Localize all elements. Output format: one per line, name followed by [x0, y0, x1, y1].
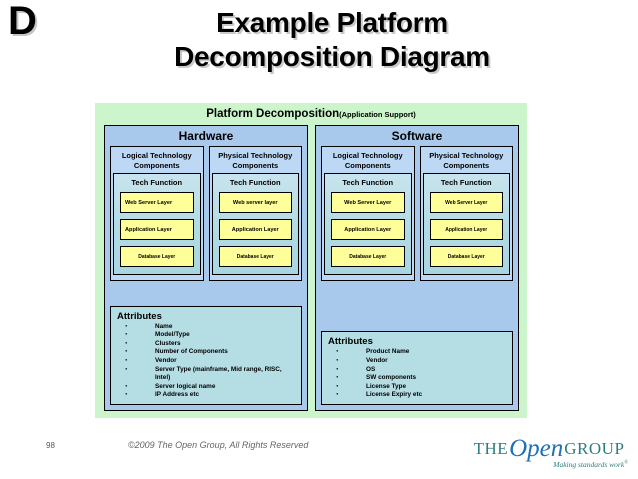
layer-box-database: Database Layer [331, 246, 405, 267]
component-box-hardware-logical: Logical Technology Components Tech Funct… [110, 146, 204, 281]
component-title: Logical Technology Components [121, 151, 192, 170]
attributes-list-hardware: Name Model/Type Clusters Number of Compo… [117, 322, 296, 400]
component-title: Physical Technology Components [218, 151, 293, 170]
tech-function-hardware-logical: Tech Function Web Server Layer Applicati… [113, 173, 201, 275]
page-number: 98 [46, 441, 55, 450]
layer-box-web-server: Web Server Layer [120, 192, 194, 213]
attributes-box-software: Attributes Product Name Vendor OS SW com… [321, 331, 513, 405]
components-row-hardware: Logical Technology Components Tech Funct… [105, 146, 307, 281]
component-box-software-physical: Physical Technology Components Tech Func… [419, 146, 513, 281]
page-title: Example Platform Decomposition Diagram [96, 6, 568, 74]
list-item: License Expiry etc [328, 390, 507, 400]
diagram-heading-subtitle: (Application Support) [339, 110, 416, 119]
diagram-heading: Platform Decomposition(Application Suppo… [95, 108, 527, 120]
tech-function-software-physical: Tech Function Web Server Layer Applicati… [422, 173, 510, 275]
list-item: Vendor [328, 356, 507, 366]
tech-function-title: Tech Function [440, 178, 492, 187]
layer-box-web-server: Web Server Layer [331, 192, 405, 213]
logo-wordmark: THEOpenGROUP [466, 435, 632, 462]
page-title-line-1: Example Platform [216, 7, 448, 38]
component-box-hardware-physical: Physical Technology Components Tech Func… [208, 146, 302, 281]
domain-column-software: Software Logical Technology Components T… [315, 125, 519, 411]
layer-box-database: Database Layer [429, 246, 503, 267]
list-item: Name [117, 322, 296, 332]
copyright-notice: ©2009 The Open Group, All Rights Reserve… [128, 440, 309, 450]
layer-box-application: Application Layer [218, 219, 292, 240]
logo-open-text: Open [509, 435, 564, 462]
list-item: Vendor [117, 356, 296, 366]
list-item: Model/Type [117, 330, 296, 340]
component-title: Logical Technology Components [332, 151, 403, 170]
logo-tagline: Making standards work® [466, 460, 628, 469]
registered-mark-icon: ® [624, 460, 628, 466]
tech-function-title: Tech Function [131, 178, 183, 187]
list-item: Server Type (mainframe, Mid range, RISC,… [117, 365, 296, 383]
attributes-title: Attributes [328, 336, 373, 348]
component-title: Physical Technology Components [429, 151, 504, 170]
layer-box-application: Application Layer [120, 219, 194, 240]
layer-box-database: Database Layer [120, 246, 194, 267]
logo-group-text: GROUP [564, 439, 625, 458]
logo-tagline-text: Making standards work [553, 460, 625, 469]
list-item: Number of Components [117, 347, 296, 357]
domain-title-software: Software [391, 129, 443, 143]
list-item: Server logical name [117, 382, 296, 392]
list-item: Clusters [117, 339, 296, 349]
layer-box-web-server: Web Server Layer [429, 192, 503, 213]
page-title-line-2: Decomposition Diagram [174, 41, 490, 72]
attributes-title: Attributes [117, 310, 162, 322]
tech-function-title: Tech Function [229, 178, 281, 187]
list-item: Product Name [328, 347, 507, 357]
logo-the-text: THE [473, 439, 509, 458]
platform-decomposition-diagram: Platform Decomposition(Application Suppo… [95, 103, 527, 418]
list-item: OS [328, 365, 507, 375]
tech-function-software-logical: Tech Function Web Server Layer Applicati… [324, 173, 412, 275]
components-row-software: Logical Technology Components Tech Funct… [316, 146, 518, 281]
attributes-list-software: Product Name Vendor OS SW components Lic… [328, 347, 507, 400]
layer-box-web-server: Web server layer [218, 192, 292, 213]
component-box-software-logical: Logical Technology Components Tech Funct… [321, 146, 415, 281]
diagram-heading-main: Platform Decomposition [206, 108, 340, 120]
layer-box-database: Database Layer [218, 246, 292, 267]
layer-box-application: Application Layer [331, 219, 405, 240]
domain-title-hardware: Hardware [178, 129, 234, 143]
attributes-box-hardware: Attributes Name Model/Type Clusters Numb… [110, 305, 302, 405]
list-item: License Type [328, 382, 507, 392]
slide-letter: D [8, 0, 37, 43]
tech-function-hardware-physical: Tech Function Web server layer Applicati… [211, 173, 299, 275]
list-item: SW components [328, 373, 507, 383]
tech-function-title: Tech Function [342, 178, 394, 187]
list-item: IP Address etc [117, 390, 296, 400]
domain-column-hardware: Hardware Logical Technology Components T… [104, 125, 308, 411]
open-group-logo: THEOpenGROUP Making standards work® [466, 435, 632, 475]
layer-box-application: Application Layer [429, 219, 503, 240]
